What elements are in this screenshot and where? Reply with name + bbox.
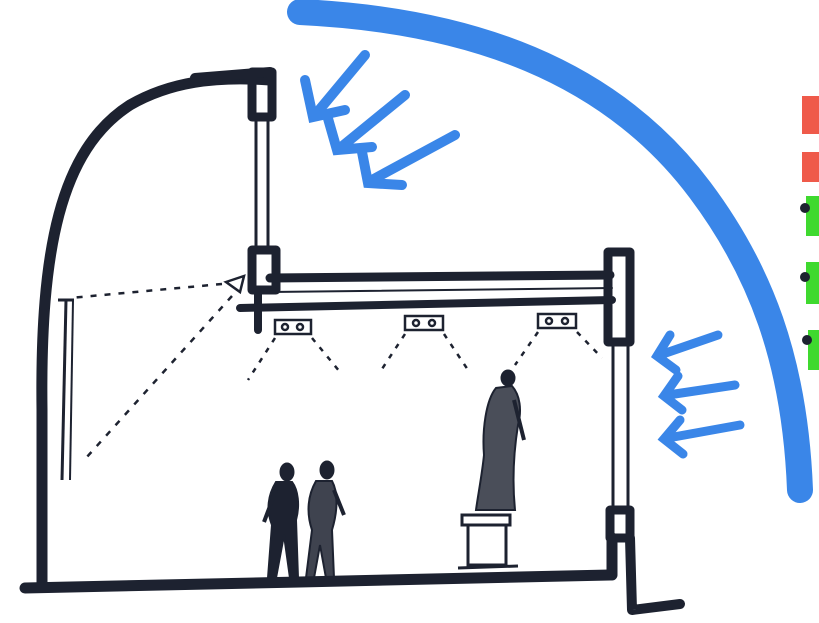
spotlight (70, 276, 244, 458)
arrow-icon (664, 376, 735, 410)
arrow-icon (327, 95, 405, 150)
daylight-arrows-top (305, 55, 455, 185)
arrow-icon (657, 335, 718, 370)
legend-swatch-green (806, 196, 819, 236)
clerestory-frame (608, 252, 630, 342)
light-fixture-icon (275, 320, 311, 334)
light-fixture-icon (405, 316, 443, 330)
ceiling-light (380, 316, 468, 372)
arrow-icon (305, 55, 365, 117)
floor (25, 575, 610, 588)
light-fixture-icon (538, 314, 576, 328)
person-figure (306, 461, 344, 578)
legend-swatch-red (802, 152, 819, 182)
arrow-icon (664, 420, 740, 454)
spotlight-icon (226, 276, 244, 292)
arrow-icon (362, 135, 455, 185)
legend-bullet (800, 203, 810, 213)
curved-wall (42, 79, 270, 585)
person-figure (264, 463, 298, 578)
ceiling-light (515, 314, 602, 365)
pedestal (458, 515, 518, 568)
people (264, 461, 344, 578)
color-legend (800, 96, 819, 370)
legend-swatch-green (806, 262, 819, 304)
wall-panel (58, 300, 74, 480)
sky-arc (300, 12, 800, 490)
legend-swatch-red (802, 96, 819, 134)
roof-slab (270, 275, 610, 278)
statue (458, 370, 524, 568)
daylight-arrows-side (657, 335, 740, 454)
legend-bullet (802, 335, 812, 345)
legend-bullet (800, 272, 810, 282)
ceiling-lights (248, 314, 602, 380)
